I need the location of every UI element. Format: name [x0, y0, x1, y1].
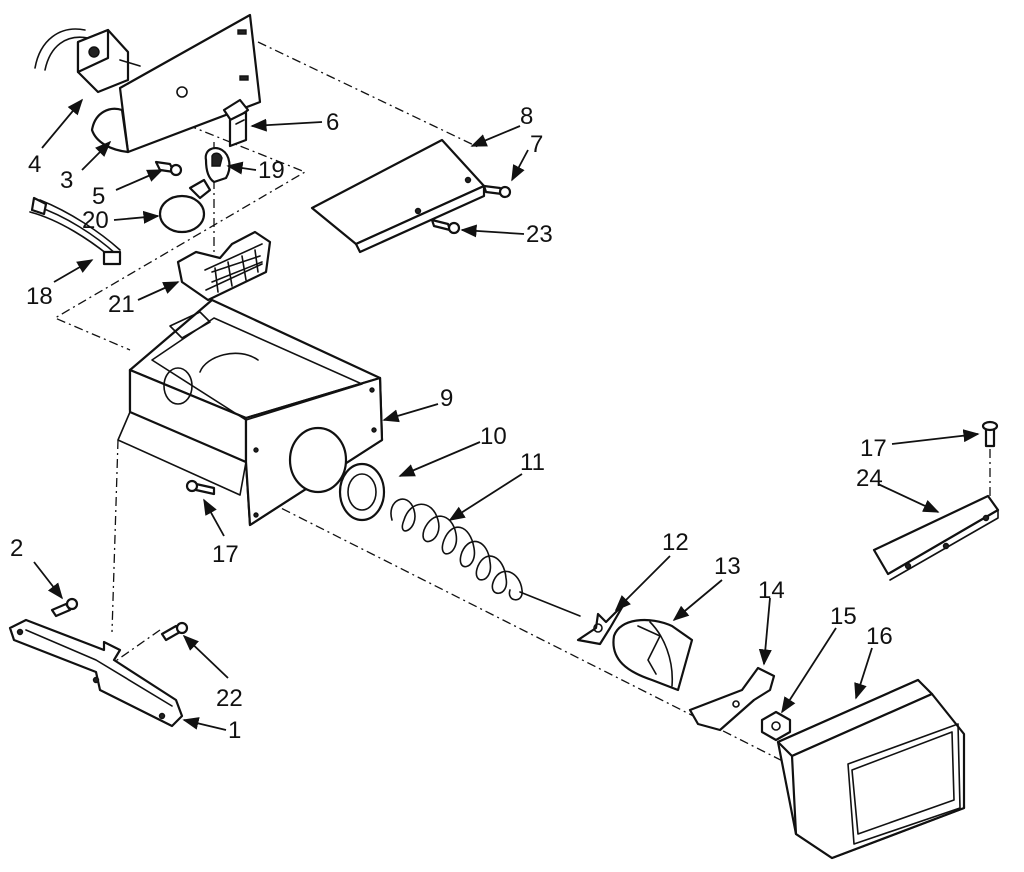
callout-24: 24 — [856, 465, 883, 492]
callout-12: 12 — [662, 529, 689, 556]
callout-4: 4 — [28, 151, 41, 178]
part-bracket-14 — [688, 666, 776, 732]
part-screw-7 — [482, 184, 512, 199]
callout-17-right: 17 — [860, 435, 887, 462]
callout-7: 7 — [530, 131, 543, 158]
part-auger-spring — [390, 498, 581, 617]
callout-19: 19 — [258, 157, 285, 184]
callout-9: 9 — [440, 385, 453, 412]
callout-13: 13 — [714, 553, 741, 580]
callout-14: 14 — [758, 577, 785, 604]
part-bottom-rail — [8, 618, 184, 728]
part-ice-bucket — [117, 298, 384, 527]
callout-23: 23 — [526, 221, 553, 248]
part-motor — [34, 28, 141, 94]
callout-11: 11 — [520, 449, 545, 476]
part-light-bulb — [158, 178, 212, 234]
callout-10: 10 — [480, 423, 507, 450]
part-lamp-shield — [176, 230, 272, 302]
callout-21: 21 — [108, 291, 135, 318]
callout-3: 3 — [60, 167, 73, 194]
callout-1: 1 — [228, 717, 241, 744]
callout-5: 5 — [92, 183, 105, 210]
leader-arrows — [33, 98, 980, 731]
part-screw-17-right — [981, 420, 999, 448]
callout-15: 15 — [830, 603, 857, 630]
part-screw-2 — [50, 597, 79, 618]
part-screw-17-left — [185, 479, 216, 496]
part-screw-5 — [154, 160, 183, 177]
part-cover-plate — [310, 138, 486, 254]
part-bearing-cap — [338, 462, 386, 522]
callout-18: 18 — [26, 283, 53, 310]
part-lamp-socket — [204, 146, 231, 184]
part-screw-22 — [160, 621, 189, 642]
callout-numbers: 4 3 6 5 19 20 18 21 8 7 23 9 10 11 17 2 … — [10, 103, 893, 744]
callout-22: 22 — [216, 685, 243, 712]
part-front-cover — [776, 678, 966, 860]
part-nut — [760, 710, 792, 742]
part-screw-23 — [430, 218, 461, 235]
callout-17-left: 17 — [212, 541, 239, 568]
callout-2: 2 — [10, 535, 23, 562]
part-mounting-plate — [90, 13, 262, 154]
part-clip — [222, 98, 250, 148]
callout-16: 16 — [866, 623, 893, 650]
part-cam — [576, 602, 626, 646]
callout-6: 6 — [326, 109, 339, 136]
callout-8: 8 — [520, 103, 533, 130]
part-crusher-housing — [612, 619, 694, 692]
part-trim-strip — [872, 494, 1000, 581]
part-wire-harness — [29, 196, 122, 266]
callout-20: 20 — [82, 207, 109, 234]
